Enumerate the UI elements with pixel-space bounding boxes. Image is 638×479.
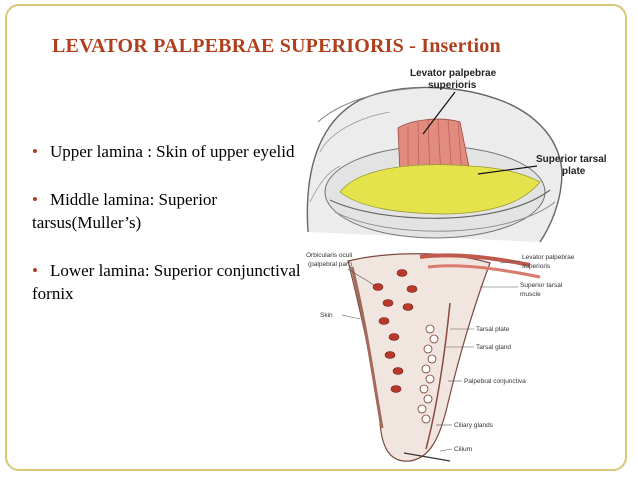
label-tarsal-plate: Tarsal plate	[476, 326, 510, 333]
label-tarsal-gland: Tarsal gland	[476, 344, 511, 351]
bullet-item-lower-lamina: •Lower lamina: Superior conjunctival for…	[32, 259, 302, 305]
slide-title: LEVATOR PALPEBRAE SUPERIORIS - Insertion	[52, 35, 501, 57]
bullet-dot-icon: •	[32, 142, 38, 161]
label-skin: Skin	[320, 312, 333, 319]
tarsal-plate	[339, 164, 541, 215]
label-superior-tarsal-muscle-line1: Superior tarsal	[520, 282, 563, 289]
bullet-item-upper-lamina: • Upper lamina : Skin of upper eyelid	[32, 140, 302, 163]
bullet-text: Lower lamina: Superior conjunctival forn…	[32, 261, 301, 303]
bullet-dot-icon: •	[32, 261, 38, 280]
eyelid-section-diagram: Orbicularis oculi (palpebral part) Skin …	[306, 252, 575, 462]
label-superior-tarsal-muscle-line2: muscle	[520, 291, 541, 298]
label-tarsal-line2: plate	[562, 166, 586, 177]
label-cilium: Cilium	[454, 446, 472, 453]
slide-frame	[5, 4, 627, 471]
label-palpebral-conjunctiva: Palpebral conjunctiva	[464, 378, 526, 385]
upper-eyelid-diagram: Levator palpebrae superioris Superior ta…	[306, 68, 607, 243]
label-orbicularis-line2: (palpebral part)	[308, 261, 352, 268]
label-levator-line1: Levator palpebrae	[410, 68, 497, 79]
bullet-item-middle-lamina: •Middle lamina: Superior tarsus(Muller’s…	[32, 188, 302, 234]
orbicularis-bundles	[372, 269, 418, 393]
label-tarsal-line1: Superior tarsal	[536, 154, 607, 165]
bullet-dot-icon: •	[32, 190, 38, 209]
label-ciliary-glands: Ciliary glands	[454, 422, 494, 429]
bullet-list: •Upper lamina : Skin of upper eyelid •Mi…	[32, 140, 302, 330]
label-levator-line2: superioris	[522, 263, 551, 270]
label-levator-line1: Levator palpebrae	[522, 254, 575, 261]
label-orbicularis-line1: Orbicularis oculi	[306, 252, 352, 259]
tarsal-glands	[417, 324, 439, 424]
bullet-text: Middle lamina: Superior tarsus(Muller’s)	[32, 190, 218, 232]
bullet-text: Upper lamina : Skin of upper eyelid	[49, 142, 295, 161]
label-levator-line2: superioris	[428, 80, 477, 91]
